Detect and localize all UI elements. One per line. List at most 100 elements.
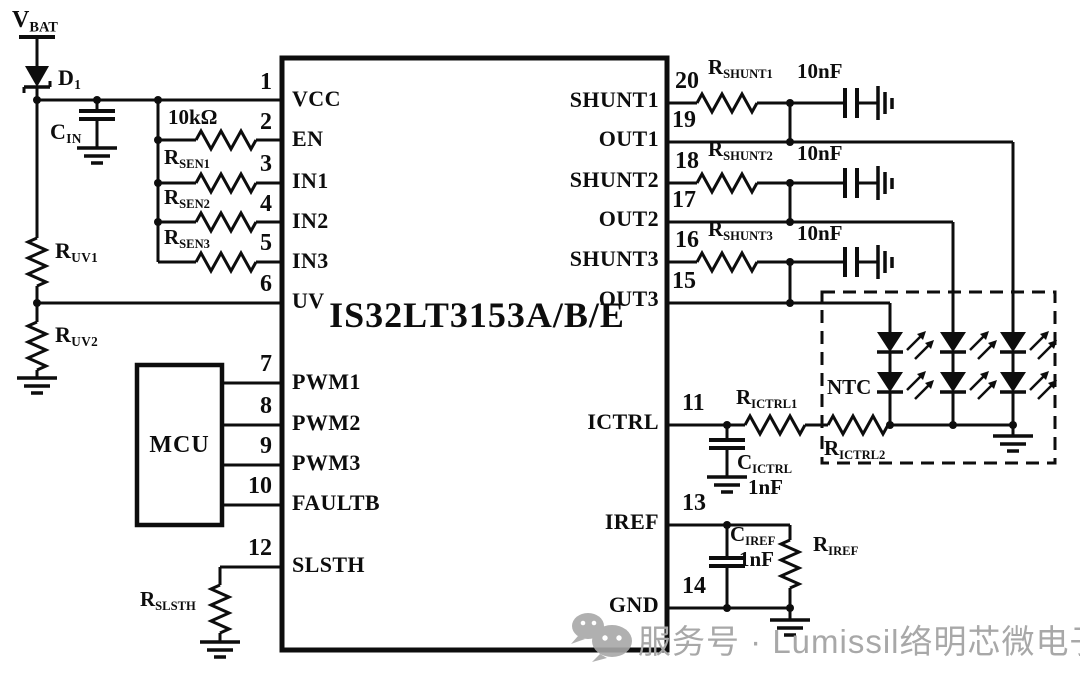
ic-outline: [279, 55, 670, 653]
ictrl-network: [667, 412, 890, 494]
pin-number-12: 12: [248, 535, 272, 561]
shunt3-network: [667, 245, 894, 303]
ic-part-number: IS32LT3153A/B/E: [329, 295, 625, 335]
pin-label-in3: IN3: [292, 248, 329, 273]
pin-label-shunt3: SHUNT3: [569, 246, 659, 271]
cap-10nf-2: [843, 168, 859, 198]
label-rsen3: RSEN3: [164, 225, 210, 251]
ground-icon: [876, 166, 894, 200]
pin-number-13: 13: [682, 490, 706, 516]
led-string-1: [877, 331, 934, 425]
label-rshunt1: RSHUNT1: [708, 55, 773, 81]
cap-cin: [77, 100, 117, 165]
pin-label-iref: IREF: [604, 509, 659, 534]
label-cictrl: CICTRL: [737, 450, 793, 476]
label-rsen1: RSEN1: [164, 145, 210, 171]
resistor-riref: [777, 538, 803, 590]
pin-label-shunt2: SHUNT2: [569, 167, 659, 192]
label-10nf-1: 10nF: [797, 59, 843, 83]
pin-number-11: 11: [682, 390, 705, 416]
label-vbat: VBAT: [12, 7, 58, 36]
pin-label-out1: OUT1: [598, 126, 659, 151]
cap-cictrl: [709, 438, 745, 450]
ground-icon: [707, 475, 747, 494]
resistor-ruv2: [24, 320, 50, 372]
pin-label-ictrl: ICTRL: [587, 409, 659, 434]
pin-label-out2: OUT2: [598, 206, 659, 231]
pin-number-6: 6: [260, 271, 272, 297]
watermark-text: 服务号 · Lumissil络明芯微电子: [638, 623, 1080, 660]
label-riref: RIREF: [813, 532, 859, 558]
pin-label-vcc: VCC: [292, 86, 341, 111]
ground-icon: [770, 618, 810, 637]
wire-out1: [667, 140, 1015, 332]
resistor-rsen3: [158, 249, 282, 275]
pin-label-pwm2: PWM2: [292, 410, 361, 435]
pin-number-8: 8: [260, 393, 272, 419]
pin-number-14: 14: [682, 573, 706, 599]
label-rshunt2: RSHUNT2: [708, 137, 773, 163]
shunt1-network: [667, 86, 894, 142]
resistor-rshunt2: [695, 170, 759, 196]
label-cictrl-value: 1nF: [748, 475, 784, 499]
pin-label-shunt1: SHUNT1: [569, 87, 659, 112]
pin-label-pwm1: PWM1: [292, 369, 361, 394]
pin-label-out3: OUT3: [598, 286, 659, 311]
label-10nf-3: 10nF: [797, 221, 843, 245]
pin-label-in2: IN2: [292, 208, 329, 233]
wire-out3: [667, 301, 892, 332]
resistor-rshunt3: [695, 249, 759, 275]
label-rslsth: RSLSTH: [140, 587, 196, 613]
ground-icon: [77, 146, 117, 165]
label-cin: CIN: [50, 119, 82, 146]
label-10nf-2: 10nF: [797, 141, 843, 165]
resistor-rictrl1: [743, 412, 807, 438]
label-ruv1: RUV1: [55, 238, 99, 265]
pin-label-en: EN: [292, 126, 324, 151]
cap-10nf-1: [843, 88, 859, 118]
label-ciref: CIREF: [730, 522, 776, 548]
label-ruv2: RUV2: [55, 322, 99, 349]
led-string-3: [1000, 331, 1057, 425]
led-module-box: [820, 290, 1057, 465]
resistor-rsen1: [158, 170, 282, 196]
junction-dots: [33, 96, 1017, 612]
vbat-supply-rail: [19, 35, 55, 66]
label-10k: 10kΩ: [168, 105, 218, 129]
mcu-label: MCU: [149, 432, 210, 458]
label-d1: D1: [58, 65, 82, 92]
pin-label-slsth: SLSTH: [292, 552, 365, 577]
label-rsen2: RSEN2: [164, 185, 210, 211]
led-common-return: [890, 423, 1033, 453]
label-rshunt3: RSHUNT3: [708, 217, 773, 243]
pin-number-7: 7: [260, 351, 272, 377]
ground-icon: [876, 86, 894, 120]
pin-number-10: 10: [248, 473, 272, 499]
pin-label-in1: IN1: [292, 168, 329, 193]
resistor-rictrl2-ntc: [826, 412, 890, 438]
pin-number-4: 4: [260, 191, 272, 217]
pin-number-5: 5: [260, 230, 272, 256]
resistor-ruv1: [24, 236, 50, 288]
pin-number-18: 18: [675, 148, 699, 174]
label-rictrl2: RICTRL2: [824, 436, 886, 462]
pin-label-gnd: GND: [608, 592, 659, 617]
pin-number-19: 19: [672, 107, 696, 133]
label-ciref-value: 1nF: [739, 547, 775, 571]
resistor-rshunt1: [695, 90, 759, 116]
diode-d1: [22, 66, 52, 100]
pin-label-uv: UV: [292, 288, 325, 313]
wire-out2: [667, 220, 955, 332]
label-ntc: NTC: [827, 375, 872, 399]
ground-icon: [200, 640, 240, 659]
pin-number-17: 17: [672, 187, 696, 213]
cap-10nf-3: [843, 247, 859, 277]
pin-number-9: 9: [260, 433, 272, 459]
wechat-icon: [571, 613, 632, 662]
ground-icon: [17, 376, 57, 395]
pin-number-3: 3: [260, 151, 272, 177]
shunt2-network: [667, 166, 894, 222]
led-string-2: [940, 331, 997, 425]
